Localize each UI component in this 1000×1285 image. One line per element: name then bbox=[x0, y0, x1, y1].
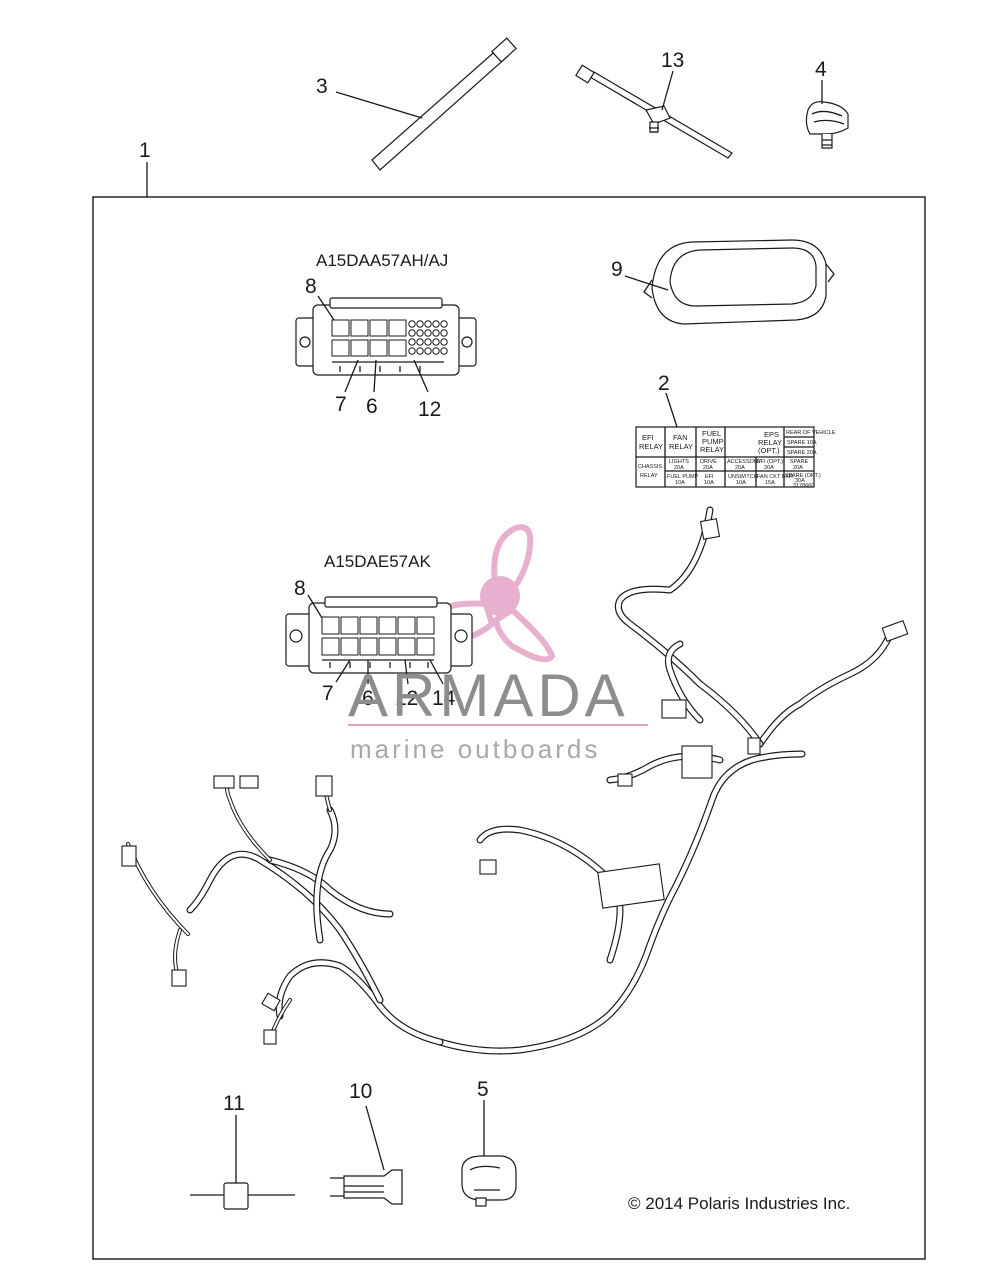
decal-eps-relay-1: EPS bbox=[764, 430, 779, 439]
callout-6-a: 6 bbox=[366, 395, 378, 418]
decal-lights-1: LIGHTS bbox=[669, 459, 689, 465]
decal-lights-2: 20A bbox=[674, 465, 684, 471]
decal-rear-of-vehicle: REAR OF VEHICLE bbox=[786, 430, 836, 436]
fuse-decal bbox=[635, 426, 815, 488]
callout-7-b: 7 bbox=[322, 682, 334, 705]
clip-part bbox=[805, 101, 849, 149]
decal-accessory-1: ACCESSORY bbox=[727, 459, 762, 465]
callout-5: 5 bbox=[477, 1078, 489, 1101]
callout-13: 13 bbox=[661, 49, 684, 72]
decal-part-no: 3178660 bbox=[793, 483, 814, 489]
callout-3: 3 bbox=[316, 75, 328, 98]
decal-accessory-2: 20A bbox=[735, 465, 745, 471]
callout-8-a: 8 bbox=[305, 275, 317, 298]
decal-chassis-relay-2: RELAY bbox=[640, 473, 658, 479]
decal-spare-10a: SPARE 10A bbox=[787, 440, 817, 446]
decal-spare-opt-2: 30A bbox=[795, 478, 805, 484]
model-label-b: A15DAE57AK bbox=[324, 552, 431, 571]
decal-spare-b-2: 20A bbox=[793, 465, 803, 471]
fuse-box-a bbox=[295, 297, 477, 376]
decal-efi-b-2: 10A bbox=[704, 480, 714, 486]
callout-8-b: 8 bbox=[294, 577, 306, 600]
fuse-box-b bbox=[285, 596, 473, 674]
assembly-frame bbox=[92, 196, 926, 1260]
decal-efi-opt-1: EFI (OPT.) bbox=[757, 459, 783, 465]
decal-chassis-relay-1: CHASSIS bbox=[638, 464, 662, 470]
decal-spare-opt-1: SPARE (OPT.) bbox=[785, 473, 821, 479]
decal-efi-relay-2: RELAY bbox=[639, 442, 663, 451]
callout-4: 4 bbox=[815, 58, 827, 81]
copyright-notice: © 2014 Polaris Industries Inc. bbox=[628, 1194, 850, 1213]
callout-12-b: 12 bbox=[395, 687, 418, 710]
decal-fuel-pump-2: PUMP bbox=[702, 437, 724, 446]
decal-drive-2: 20A bbox=[703, 465, 713, 471]
watermark-tagline: marine outboards bbox=[350, 734, 600, 764]
decal-unswitch-1: UNSWITCH bbox=[728, 474, 758, 480]
fuse-box-cover-part bbox=[643, 239, 835, 325]
decal-fan-relay-2: RELAY bbox=[669, 442, 693, 451]
harness-connectors bbox=[121, 518, 909, 1045]
connector-part bbox=[461, 1155, 517, 1207]
decal-fuel-pump-3: RELAY bbox=[700, 445, 724, 454]
connector-lock-part bbox=[330, 1169, 403, 1205]
decal-fuel-pump-b-1: FUEL PUMP bbox=[667, 474, 699, 480]
push-tie-part bbox=[575, 64, 733, 159]
model-label-a: A15DAA57AH/AJ bbox=[316, 251, 448, 270]
callout-10: 10 bbox=[349, 1080, 372, 1103]
decal-drive-1: DRIVE bbox=[700, 459, 717, 465]
watermark-brand: ARMADA bbox=[348, 662, 629, 729]
decal-fan-ckt-2: 15A bbox=[765, 480, 775, 486]
terminal-part bbox=[190, 1182, 295, 1210]
callout-11: 11 bbox=[223, 1092, 245, 1115]
callout-1: 1 bbox=[139, 139, 151, 162]
callout-12-a: 12 bbox=[418, 398, 441, 421]
callout-9: 9 bbox=[611, 258, 623, 281]
decal-eps-relay-3: (OPT.) bbox=[758, 446, 780, 455]
decal-fan-ckt-1: FAN CKT BKR bbox=[757, 474, 793, 480]
callout-14-b: 14 bbox=[432, 687, 456, 710]
callout-6-b: 6 bbox=[362, 687, 374, 710]
callout-2: 2 bbox=[658, 372, 670, 395]
decal-spare-b-1: SPARE bbox=[790, 459, 809, 465]
decal-fuel-pump-b-2: 10A bbox=[675, 480, 685, 486]
decal-efi-relay-1: EFI bbox=[642, 433, 654, 442]
cable-tie-part bbox=[371, 37, 517, 171]
decal-fan-relay-1: FAN bbox=[673, 433, 688, 442]
decal-unswitch-2: 10A bbox=[736, 480, 746, 486]
decal-efi-b-1: EFI bbox=[705, 474, 714, 480]
decal-efi-opt-2: 30A bbox=[764, 465, 774, 471]
callout-7-a: 7 bbox=[335, 393, 347, 416]
decal-spare-20a: SPARE 20A bbox=[787, 450, 817, 456]
decal-eps-relay-2: RELAY bbox=[758, 438, 782, 447]
decal-fuel-pump-1: FUEL bbox=[702, 429, 721, 438]
